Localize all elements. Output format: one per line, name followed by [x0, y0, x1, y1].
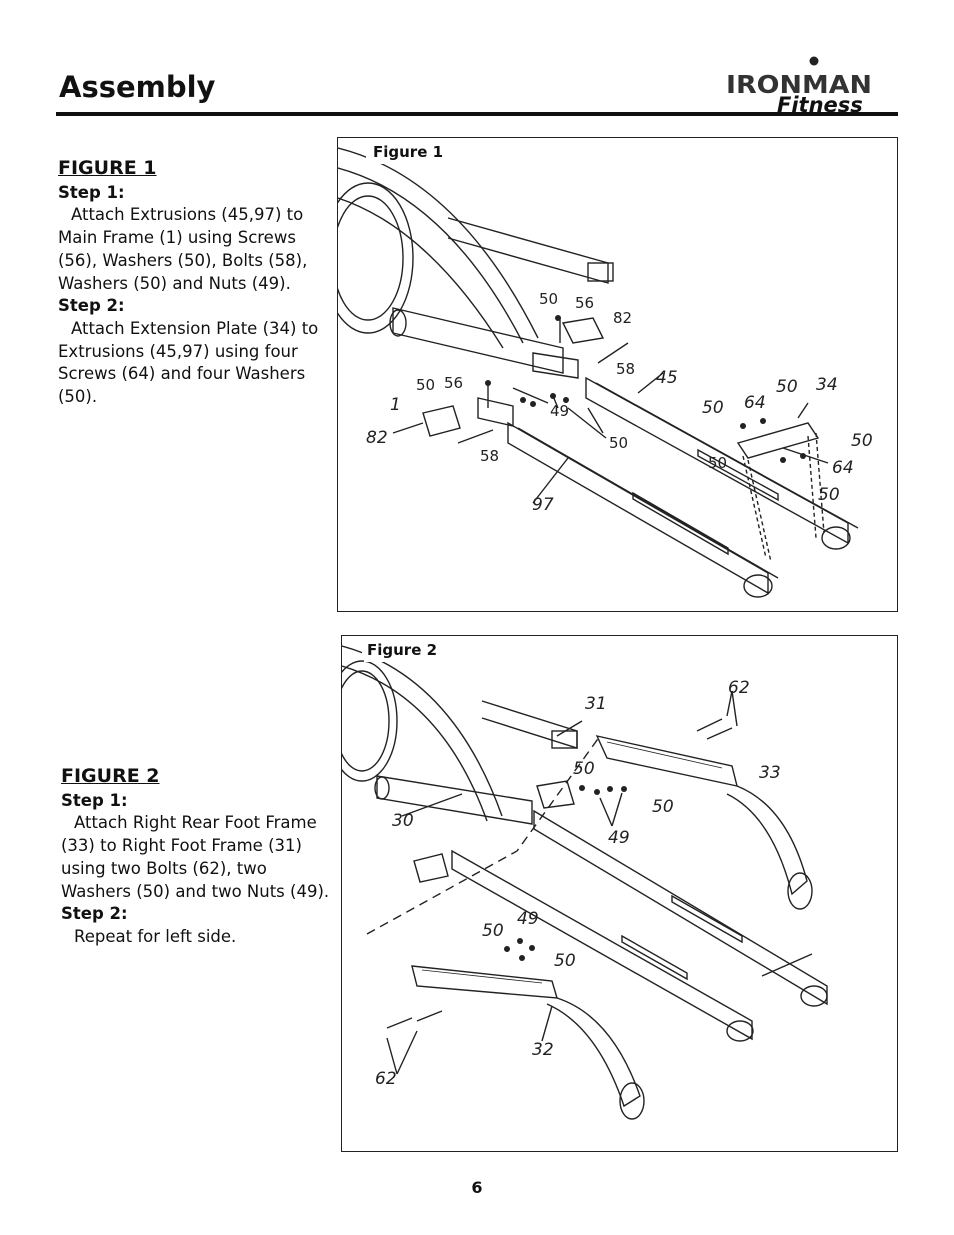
- figure-1-step-2-text: Attach Extension Plate (34) to Extrusion…: [58, 318, 319, 407]
- figure-1-callout-56: 56: [575, 294, 594, 312]
- figure-1-callout-50: 50: [416, 376, 435, 394]
- figure-2-label: Figure 2: [362, 640, 443, 660]
- figure-2-instructions: FIGURE 2 Step 1: Attach Right Rear Foot …: [61, 765, 336, 949]
- figure-1-callout-64: 64: [744, 393, 766, 413]
- figure-2-callout-49: 49: [517, 909, 539, 929]
- figure-1-callout-50: 50: [776, 377, 798, 397]
- figure-2-step-2-text: Repeat for left side.: [74, 926, 237, 946]
- figure-2-callout-50: 50: [482, 921, 504, 941]
- figure-2-callout-31: 31: [585, 694, 607, 714]
- figure-2-callout-50: 50: [652, 797, 674, 817]
- figure-1-callout-58: 58: [480, 447, 499, 465]
- figure-1-callout-49: 49: [550, 402, 569, 420]
- figure-1-callout-50: 50: [708, 454, 727, 472]
- figure-2-callout-30: 30: [392, 811, 414, 831]
- figure-2-callout-32: 32: [532, 1040, 554, 1060]
- figure-2-callout-50: 50: [573, 759, 595, 779]
- figure-1-callout-97: 97: [532, 495, 554, 515]
- figure-1-callout-50: 50: [702, 398, 724, 418]
- svg-text:IRONMAN: IRONMAN: [726, 70, 872, 99]
- figure-1-callout-1: 1: [390, 395, 401, 415]
- figure-2-callout-62: 62: [375, 1069, 397, 1089]
- figure-1-callout-82: 82: [613, 309, 632, 327]
- figure-1-callout-45: 45: [656, 368, 678, 388]
- figure-2-drawing: 31 62 50 33 50 30 49 50 49 50 32 62: [342, 640, 828, 1120]
- page-number: 6: [471, 1178, 483, 1197]
- figure-1-instructions: FIGURE 1 Step 1: Attach Extrusions (45,9…: [58, 157, 338, 409]
- figure-1-callout-50: 50: [609, 434, 628, 452]
- figure-2-step-1-text: Attach Right Rear Foot Frame (33) to Rig…: [61, 813, 330, 901]
- page-title: Assembly: [59, 70, 216, 104]
- ironman-fitness-logo: IRONMAN Fitness: [722, 55, 882, 117]
- figure-1-callout-34: 34: [816, 375, 838, 395]
- figure-2-callout-62: 62: [728, 678, 750, 698]
- figure-2-step-1-label: Step 1:: [61, 790, 128, 810]
- header-rule: [56, 112, 898, 116]
- figure-1-callout-50: 50: [851, 431, 873, 451]
- figure-1-callout-56: 56: [444, 374, 463, 392]
- figure-2-step-2-label: Step 2:: [61, 904, 128, 924]
- figure-1-callout-50: 50: [539, 290, 558, 308]
- figure-2-callout-49: 49: [608, 828, 630, 848]
- figure-1-step-2-label: Step 2:: [58, 296, 125, 316]
- figure-2-heading: FIGURE 2: [61, 765, 160, 787]
- figure-2-callout-50: 50: [554, 951, 576, 971]
- figure-2-callout-33: 33: [759, 763, 781, 783]
- figure-1-heading: FIGURE 1: [58, 157, 157, 179]
- figure-1-callout-58: 58: [616, 360, 635, 378]
- figure-1-step-1-text: Attach Extrusions (45,97) to Main Frame …: [58, 205, 308, 293]
- figure-1-callout-82: 82: [366, 428, 388, 448]
- figure-1-callout-50: 50: [818, 485, 840, 505]
- figure-1-label: Figure 1: [368, 142, 449, 162]
- figure-2-diagram: 31 62 50 33 50 30 49 50 49 50 32 62 Figure 2: [341, 635, 898, 1152]
- figure-1-step-1-label: Step 1:: [58, 182, 125, 202]
- figure-1-callout-64: 64: [832, 458, 854, 478]
